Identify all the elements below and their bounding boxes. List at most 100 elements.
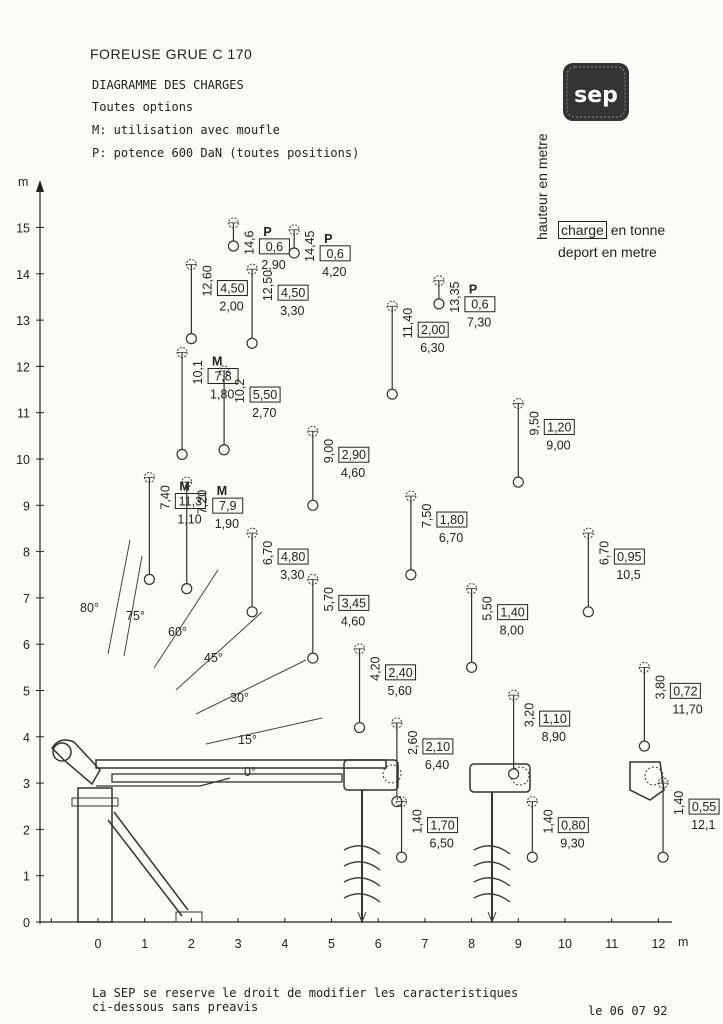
load-point-charge-box	[249, 386, 281, 403]
load-point-charge: 0,95	[617, 550, 641, 564]
y-axis-unit: m	[18, 175, 28, 189]
crane-head	[51, 739, 101, 786]
y-tick-label: 11	[17, 407, 30, 421]
y-tick-label: 3	[23, 777, 30, 791]
x-tick-label: 5	[328, 937, 335, 951]
load-point-charge: 0,6	[326, 247, 343, 261]
document-title: FOREUSE GRUE C 170	[90, 46, 253, 62]
rotary-motor-1	[382, 764, 402, 784]
load-point-bottom-marker	[353, 721, 366, 734]
load-point-height: 4,20	[369, 656, 383, 680]
load-point-bottom-marker	[433, 298, 445, 310]
load-point-height: 9,50	[527, 411, 541, 435]
load-point-height: 10,1	[191, 360, 205, 384]
y-tick-label: 5	[23, 685, 30, 699]
x-tick-label: 9	[515, 937, 522, 951]
load-point-charge-box	[216, 280, 248, 297]
load-point-charge-box	[427, 817, 459, 834]
angle-label: 15°	[238, 733, 257, 747]
load-point-charge: 4,80	[281, 550, 305, 564]
load-point-charge-box	[669, 682, 701, 699]
load-point-reach: 9,30	[560, 837, 584, 851]
load-point-height: 6,70	[261, 541, 275, 565]
angle-label: 45°	[204, 651, 223, 665]
y-tick-label: 10	[16, 453, 30, 467]
y-tick-label: 9	[23, 499, 30, 513]
boom-upper	[95, 759, 387, 769]
x-tick-label: 3	[235, 937, 242, 951]
y-tick-label: 7	[23, 592, 30, 606]
document-subtitle: DIAGRAMME DES CHARGES	[92, 78, 244, 92]
rotary-motor-3	[644, 766, 664, 786]
load-point-reach: 2,70	[252, 406, 276, 420]
load-point-charge: 3,45	[342, 596, 366, 610]
y-tick-label: 13	[16, 314, 30, 328]
load-point-charge-box	[613, 548, 645, 565]
load-point-bottom-marker	[657, 851, 669, 863]
load-point-charge-box	[338, 446, 370, 463]
y-tick-label: 12	[16, 360, 30, 374]
load-point-charge-box	[338, 594, 370, 611]
load-point-tag: P	[469, 283, 477, 297]
load-point-bottom-marker	[405, 569, 417, 581]
load-point-reach: 4,20	[322, 265, 346, 279]
note-moufle: M: utilisation avec moufle	[92, 123, 280, 137]
load-point-reach: 4,60	[341, 614, 365, 628]
y-tick-label: 8	[23, 546, 30, 560]
x-tick-label: 6	[375, 937, 382, 951]
load-point-bottom-marker	[143, 573, 155, 585]
load-point-charge-box	[557, 817, 589, 834]
load-point-charge: 2,40	[388, 666, 412, 680]
load-point-bottom-marker	[466, 661, 478, 673]
load-point-charge: 0,6	[266, 240, 283, 254]
load-point-charge-box	[277, 284, 309, 301]
load-point-charge: 1,20	[547, 420, 571, 434]
legend-charge: charge en tonne	[558, 221, 665, 239]
load-point-charge: 2,90	[342, 448, 366, 462]
load-point-reach: 4,60	[341, 466, 365, 480]
angle-label: 30°	[230, 691, 249, 705]
load-point-height: 2,60	[406, 731, 420, 755]
angle-guide-line	[123, 555, 143, 657]
x-tick-label: 0	[95, 937, 102, 951]
load-point-bottom-marker	[176, 448, 188, 460]
crane-drawing: 80°75°60°45°30°15°0°	[51, 539, 665, 924]
load-point-charge: 1,70	[430, 819, 454, 833]
load-point-charge: 1,10	[542, 712, 566, 726]
rotary-head-3	[629, 761, 665, 801]
load-point-height: 13,35	[448, 281, 462, 312]
load-point-tag: M	[179, 480, 189, 494]
crane-mast	[77, 787, 113, 923]
angle-guide-line	[195, 659, 307, 715]
load-point-height: 1,40	[411, 809, 425, 833]
footer-date: le 06 07 92	[588, 1004, 668, 1018]
load-point-reach: 8,90	[542, 730, 566, 744]
boom-cylinder	[96, 777, 231, 787]
load-point-bottom-marker	[288, 247, 300, 259]
x-tick-label: 10	[558, 937, 572, 951]
load-point-charge-box	[385, 664, 417, 681]
load-point-tag: M	[212, 355, 222, 369]
auger-flight	[343, 845, 381, 903]
auger-tip	[357, 911, 367, 924]
rotary-head-1	[343, 759, 399, 791]
load-point-bottom-marker	[307, 652, 319, 664]
load-point-charge: 0,80	[561, 819, 585, 833]
crane-mast-collar	[71, 797, 119, 807]
angle-label: 80°	[80, 601, 99, 615]
load-point-charge-box	[174, 493, 206, 510]
